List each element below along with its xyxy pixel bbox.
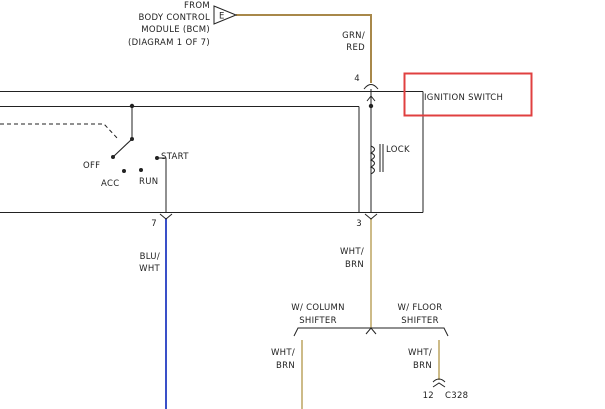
bcm-label-line-2: BODY CONTROL (139, 13, 210, 23)
bcm-label-line-4: (DIAGRAM 1 OF 7) (128, 38, 210, 48)
pin-3-connector (364, 213, 378, 220)
branch-left-line-2: SHIFTER (299, 316, 337, 326)
bus-dot (368, 103, 374, 109)
bus-arrow (366, 95, 376, 102)
bcm-connector-letter: E (219, 12, 225, 22)
pin-7-label: 7 (151, 219, 157, 229)
ignition-switch-frame (0, 91, 424, 213)
branch-left-line-1: W/ COLUMN (291, 303, 345, 313)
highlight-box (403, 72, 533, 117)
c328-label: C328 (445, 391, 468, 401)
branch-right-line-2: SHIFTER (401, 316, 439, 326)
pin-3-label: 3 (356, 219, 362, 229)
tap-dot-left (129, 103, 135, 109)
wire-label-main-wht: WHT/ (340, 247, 364, 257)
bcm-label-line-3: MODULE (BCM) (141, 25, 210, 35)
switch-pos-run: RUN (139, 177, 158, 187)
c328-pin-label: 12 (423, 391, 434, 401)
switch-pos-start: START (161, 152, 189, 162)
wire-label-wht: WHT (139, 264, 160, 274)
wire-label-grn: GRN/ (342, 31, 365, 41)
pin-7-connector (159, 213, 173, 220)
lock-coil (369, 140, 384, 175)
connector-c328 (432, 378, 446, 388)
lock-label: LOCK (386, 145, 410, 155)
branch-split (293, 327, 449, 337)
branch-right-line-1: W/ FLOOR (398, 303, 443, 313)
wire-grn-red (236, 14, 372, 83)
wire-label-main-brn: BRN (345, 260, 364, 270)
wire-label-red: RED (346, 43, 365, 53)
wire-label-right-brn: BRN (413, 361, 432, 371)
pin-4-connector (363, 84, 379, 90)
switch-pos-off: OFF (83, 161, 100, 171)
pin-4-label: 4 (354, 74, 360, 84)
switch-mechanism (0, 123, 167, 212)
wire-label-right-wht: WHT/ (408, 348, 432, 358)
bcm-connector: E (213, 5, 238, 25)
wire-label-left-wht: WHT/ (271, 348, 295, 358)
wire-label-blu: BLU/ (140, 252, 160, 262)
bcm-label-line-1: FROM (184, 1, 210, 11)
wire-label-left-brn: BRN (276, 361, 295, 371)
ignition-switch-title: IGNITION SWITCH (424, 93, 503, 103)
switch-pos-acc: ACC (101, 179, 119, 189)
